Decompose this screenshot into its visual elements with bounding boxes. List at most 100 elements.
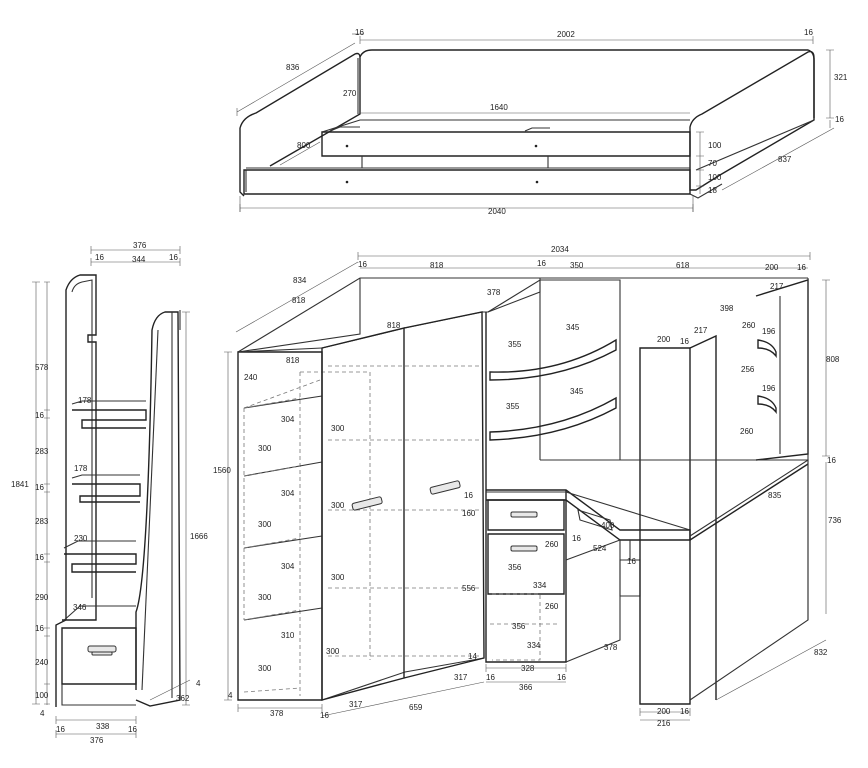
loft-dim-h-304c: 304 (281, 562, 295, 571)
loft-dim-w-366: 366 (519, 683, 533, 692)
loft-dim-bot-4: 4 (228, 691, 233, 700)
stair-dim-bot-376: 376 (90, 736, 104, 745)
loft-dim-h-260d: 260 (545, 602, 559, 611)
bed-dim-side-left: 16 (355, 28, 364, 37)
loft-dim-h-355a: 355 (508, 340, 522, 349)
loft-dim-w-16i: 16 (486, 673, 495, 682)
loft-dim-h-260a: 260 (742, 321, 756, 330)
loft-dim-h-345b: 345 (570, 387, 584, 396)
loft-dim-d-378a: 378 (487, 288, 501, 297)
stair-dim-h-290: 290 (35, 593, 49, 602)
loft-dim-h-260c: 260 (545, 540, 559, 549)
loft-dim-w-334a: 334 (533, 581, 547, 590)
loft-dim-h-304b: 304 (281, 489, 295, 498)
loft-dim-h-310: 310 (281, 631, 295, 640)
stair-dim-bot-16a: 16 (56, 725, 65, 734)
stair-dim-h-1841: 1841 (11, 480, 29, 489)
staircase-drawing: 376 16 344 16 578 16 178 283 16 178 1841… (11, 241, 208, 745)
loft-dim-d-200b: 200 (657, 335, 671, 344)
loft-dim-d-317a: 317 (454, 673, 468, 682)
loft-dim-top-16a: 16 (358, 260, 367, 269)
stair-dim-base-4: 4 (196, 679, 201, 688)
loft-dim-h-256: 256 (741, 365, 755, 374)
loft-dim-w-400: 400 (601, 521, 615, 530)
loft-dim-w-200a: 200 (765, 263, 779, 272)
loft-dim-h-300c: 300 (331, 501, 345, 510)
stair-dim-h-100: 100 (35, 691, 49, 700)
bed-dim-headboard-height: 321 (834, 73, 848, 82)
bed-dim-side-right: 16 (804, 28, 813, 37)
loft-dim-h-240: 240 (244, 373, 258, 382)
loft-dim-w-334b: 334 (527, 641, 541, 650)
loft-dim-bot-216: 216 (657, 719, 671, 728)
loft-dim-bot-16k: 16 (320, 711, 329, 720)
loft-dim-w-618: 618 (676, 261, 690, 270)
stair-dim-step-346: 346 (73, 603, 87, 612)
loft-dim-d-378b: 378 (604, 643, 618, 652)
stair-dim-base-4b: 4 (40, 709, 45, 718)
loft-dim-w-818a: 818 (430, 261, 444, 270)
loft-dim-w-350: 350 (570, 261, 584, 270)
loft-dim-w-16h: 16 (627, 557, 636, 566)
loft-dim-h-556: 556 (462, 584, 476, 593)
loft-dim-h-808: 808 (826, 355, 840, 364)
loft-dim-h-356b: 356 (512, 622, 526, 631)
bed-dim-board-height: 270 (343, 89, 357, 98)
stair-dim-bot-16b: 16 (128, 725, 137, 734)
loft-dim-d-398: 398 (720, 304, 734, 313)
loft-bed-drawing: 2034 834 16 818 16 350 618 200 16 818 37… (213, 245, 842, 728)
loft-dim-d-16d: 16 (680, 337, 689, 346)
loft-dim-h-300d: 300 (258, 520, 272, 529)
loft-dim-h-160: 160 (462, 509, 476, 518)
bed-dim-length-top: 2002 (557, 30, 575, 39)
stair-dim-h-283b: 283 (35, 517, 49, 526)
loft-dim-top-16c: 16 (797, 263, 806, 272)
loft-dim-h-355b: 355 (506, 402, 520, 411)
stair-dim-h-1666: 1666 (190, 532, 208, 541)
stair-dim-depth-362: 362 (176, 694, 190, 703)
stair-dim-step-16c: 16 (35, 553, 44, 562)
bed-drawing: 16 2002 16 836 321 270 1640 16 100 800 7… (236, 28, 848, 216)
loft-dim-h-345a: 345 (566, 323, 580, 332)
bed-dim-drawer-width: 800 (297, 141, 311, 150)
loft-dim-w-16j: 16 (557, 673, 566, 682)
loft-dim-h-300a: 300 (331, 424, 345, 433)
loft-dim-h-356a: 356 (508, 563, 522, 572)
loft-dim-d-217a: 217 (770, 282, 784, 291)
loft-dim-d-818c: 818 (387, 321, 401, 330)
loft-dim-side-16e: 16 (827, 456, 836, 465)
bed-dim-base-16: 16 (835, 115, 844, 124)
loft-dim-h-300h: 300 (258, 664, 272, 673)
bed-dim-depth-top: 836 (286, 63, 300, 72)
bed-dim-base-18: 18 (708, 186, 717, 195)
loft-dim-bot-317b: 317 (349, 700, 363, 709)
loft-dim-w-524: 524 (593, 544, 607, 553)
loft-dim-h-196b: 196 (762, 384, 776, 393)
loft-dim-h-300f: 300 (258, 593, 272, 602)
bed-dim-rail-70: 70 (708, 159, 717, 168)
stair-dim-width-top: 376 (133, 241, 147, 250)
stair-dim-h-240: 240 (35, 658, 49, 667)
stair-dim-step-16d: 16 (35, 624, 44, 633)
stair-dim-step-16a: 16 (35, 411, 44, 420)
loft-dim-h-260b: 260 (740, 427, 754, 436)
stair-dim-left-16: 16 (95, 253, 104, 262)
stair-dim-step-178a: 178 (78, 396, 92, 405)
loft-dim-h-14: 14 (468, 652, 477, 661)
stair-dim-step-178b: 178 (74, 464, 88, 473)
loft-dim-h-304a: 304 (281, 415, 295, 424)
loft-dim-h-300g: 300 (326, 647, 340, 656)
loft-dim-w-818d: 818 (286, 356, 300, 365)
loft-dim-h-736: 736 (828, 516, 842, 525)
loft-dim-d-217b: 217 (694, 326, 708, 335)
loft-dim-h-300e: 300 (331, 573, 345, 582)
stair-dim-inner-344: 344 (132, 255, 146, 264)
stair-dim-h-578: 578 (35, 363, 49, 372)
bed-dim-rail-100a: 100 (708, 141, 722, 150)
loft-dim-h-1560: 1560 (213, 466, 231, 475)
loft-dim-w-16g: 16 (572, 534, 581, 543)
loft-dim-bot-16l: 16 (680, 707, 689, 716)
loft-dim-h-300b: 300 (258, 444, 272, 453)
bed-dim-inner-width: 1640 (490, 103, 508, 112)
bed-dim-rail-100b: 100 (708, 173, 722, 182)
